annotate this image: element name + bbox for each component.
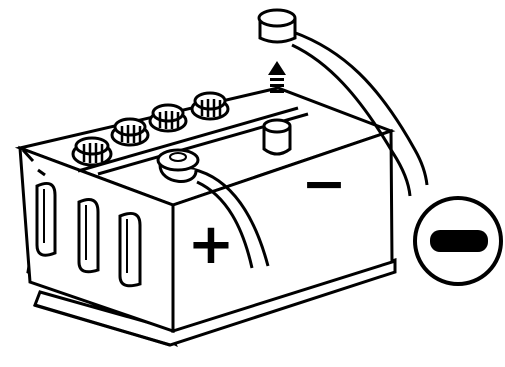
cell-windows xyxy=(35,182,142,288)
lift-arrow xyxy=(268,61,286,93)
negative-symbol: − xyxy=(301,152,346,215)
battery-vent-caps xyxy=(71,91,230,167)
negative-post xyxy=(262,118,292,156)
minus-icon xyxy=(430,230,488,252)
negative-cable xyxy=(257,8,429,197)
negative-badge xyxy=(413,196,503,286)
positive-symbol: + xyxy=(188,212,235,277)
positive-cable xyxy=(156,148,270,269)
